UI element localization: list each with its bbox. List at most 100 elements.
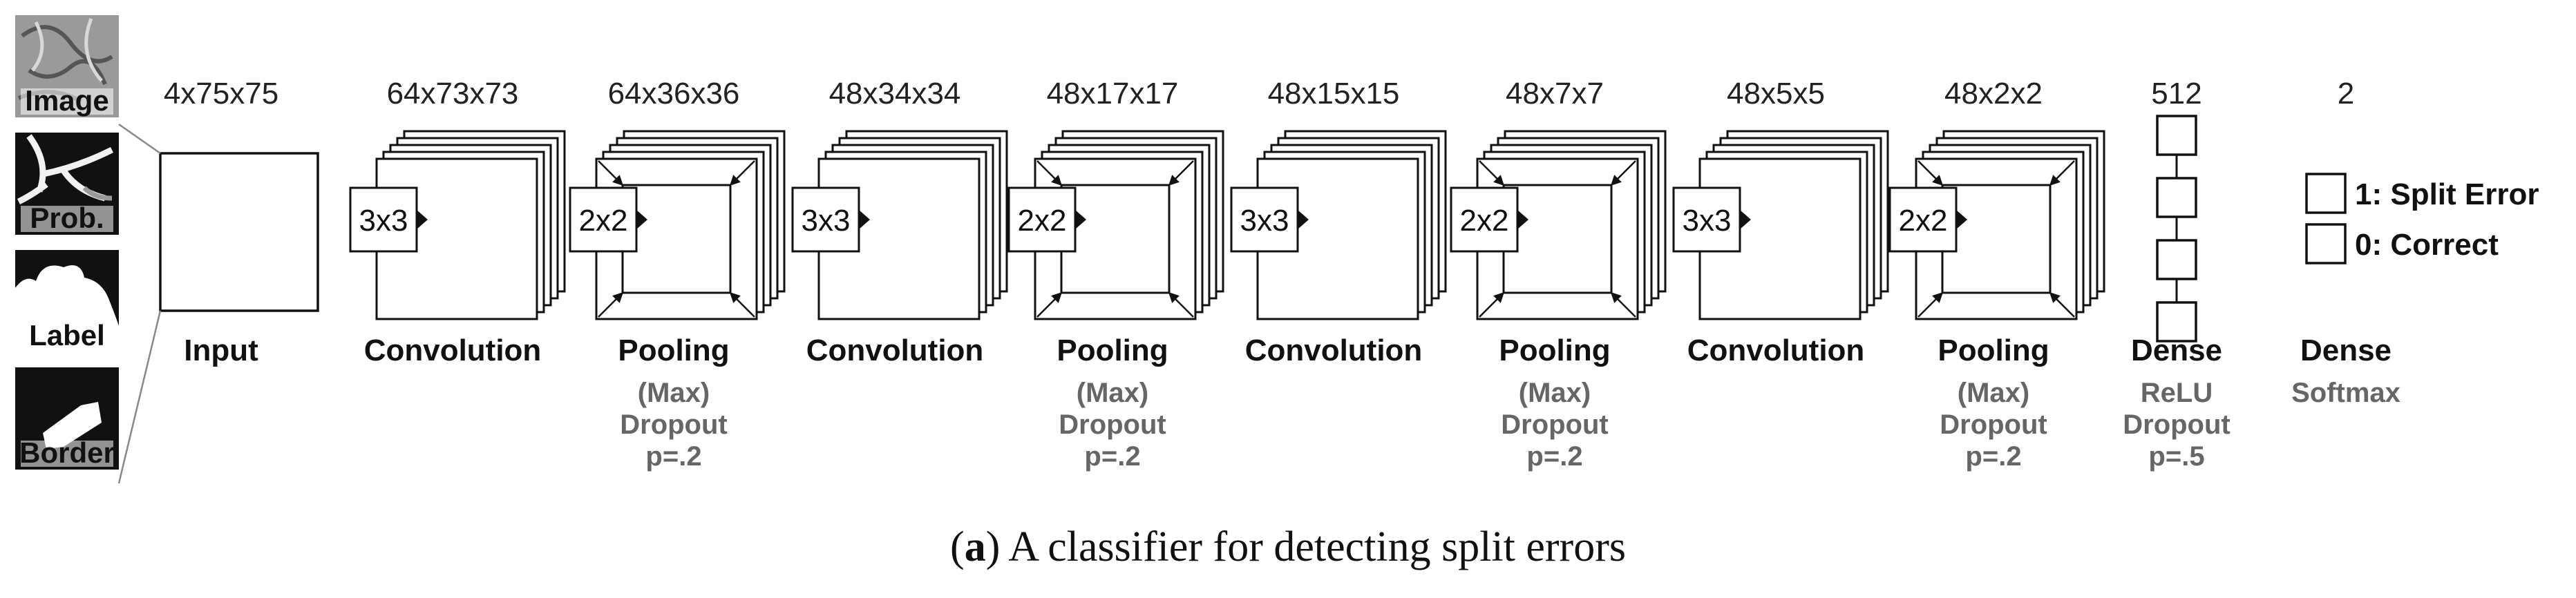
connector-line [118, 123, 161, 155]
pool-arrow [2049, 160, 2075, 186]
output-unit [2305, 223, 2347, 264]
input-volume [159, 152, 319, 312]
caption-text: ) A classifier for detecting split error… [986, 523, 1626, 570]
layer-detail: Dropout [1501, 409, 1609, 440]
pool-arrow [1917, 291, 1944, 318]
kernel-pointer-icon [417, 210, 428, 229]
layer-dimensions: 2 [2338, 77, 2354, 110]
kernel-size-label: 3x3 [1683, 204, 1732, 238]
layer-detail: (Max) [1077, 378, 1148, 408]
layer-dimensions: 4x75x75 [164, 77, 278, 110]
layer-detail: (Max) [1958, 378, 2029, 408]
layer-name: Pooling [1499, 334, 1610, 367]
input-thumbnail-label: Label [29, 319, 105, 351]
layer-detail: Dropout [1059, 409, 1166, 440]
figure-caption: (a) A classifier for detecting split err… [950, 523, 1626, 570]
output-unit [2305, 173, 2347, 214]
output-class-label: 1: Split Error [2355, 177, 2539, 211]
layer-dimensions: 64x36x36 [608, 77, 740, 110]
pool-arrow [1168, 291, 1194, 318]
pool-arrow [598, 291, 624, 318]
layer-detail: p=.2 [1084, 441, 1140, 472]
layer-name: Input [184, 334, 258, 367]
kernel-size-label: 2x2 [579, 204, 628, 238]
layer-detail: Dropout [620, 409, 728, 440]
pool-arrow [1610, 291, 1636, 318]
kernel-pointer-icon [1298, 210, 1309, 229]
pool-arrow [1168, 160, 1194, 186]
layer-detail: p=.2 [645, 441, 701, 472]
kernel-box [1230, 186, 1299, 253]
layer-detail: (Max) [1519, 378, 1591, 408]
input-thumbnail-label: Prob. [30, 202, 104, 234]
kernel-size-label: 3x3 [359, 204, 408, 238]
layer-detail: (Max) [638, 378, 710, 408]
kernel-size-label: 2x2 [1899, 204, 1948, 238]
input-thumbnail-image: Image [15, 15, 119, 117]
kernel-pointer-icon [1956, 210, 1967, 229]
layer-detail: Dropout [2123, 409, 2231, 440]
kernel-box [569, 186, 638, 253]
caption-prefix: ( [950, 523, 965, 570]
kernel-size-label: 3x3 [802, 204, 851, 238]
kernel-pointer-icon [859, 210, 870, 229]
pool-arrow [1036, 160, 1063, 186]
kernel-size-label: 2x2 [1018, 204, 1067, 238]
pool-arrow [729, 160, 755, 186]
pool-arrow [1479, 291, 1505, 318]
pool-arrow [1610, 160, 1636, 186]
layer-dimensions: 48x34x34 [829, 77, 961, 110]
pool-arrow [1036, 291, 1063, 318]
layer-name: Pooling [1057, 334, 1168, 367]
layer-name: Convolution [1687, 334, 1865, 367]
layer-detail: p=.5 [2148, 441, 2204, 472]
layer-name: Pooling [618, 334, 729, 367]
layer-dimensions: 64x73x73 [387, 77, 519, 110]
kernel-pointer-icon [636, 210, 647, 229]
input-thumbnail-label: Image [25, 84, 108, 117]
layer-name: Pooling [1938, 334, 2049, 367]
input-thumbnail-label: Label [15, 250, 119, 352]
input-thumbnail-prob: Prob. [15, 133, 119, 235]
kernel-pointer-icon [1740, 210, 1751, 229]
kernel-box [349, 186, 418, 253]
pool-arrow [729, 291, 755, 318]
input-thumbnail-label: Border [19, 436, 115, 469]
layer-name: Convolution [806, 334, 984, 367]
layer-dimensions: 48x5x5 [1727, 77, 1825, 110]
layer-dimensions: 48x15x15 [1268, 77, 1400, 110]
pool-arrow [598, 160, 624, 186]
kernel-box [1888, 186, 1958, 253]
pool-arrow [1917, 160, 1944, 186]
layer-detail: Dropout [1940, 409, 2047, 440]
kernel-size-label: 2x2 [1460, 204, 1509, 238]
output-class-label: 0: Correct [2355, 228, 2499, 262]
input-thumbnail-border: Border [15, 367, 119, 470]
layer-name: Dense [2131, 334, 2222, 367]
pool-arrow [1479, 160, 1505, 186]
layer-detail: p=.2 [1965, 441, 2021, 472]
layer-name: Convolution [364, 334, 542, 367]
layer-dimensions: 48x7x7 [1506, 77, 1604, 110]
dense-unit [2156, 239, 2197, 280]
kernel-pointer-icon [1075, 210, 1086, 229]
layer-detail: ReLU [2141, 378, 2213, 408]
layer-dimensions: 48x2x2 [1944, 77, 2043, 110]
layer-dimensions: 48x17x17 [1047, 77, 1179, 110]
kernel-pointer-icon [1517, 210, 1528, 229]
caption-letter: a [965, 523, 986, 570]
layer-dimensions: 512 [2151, 77, 2201, 110]
